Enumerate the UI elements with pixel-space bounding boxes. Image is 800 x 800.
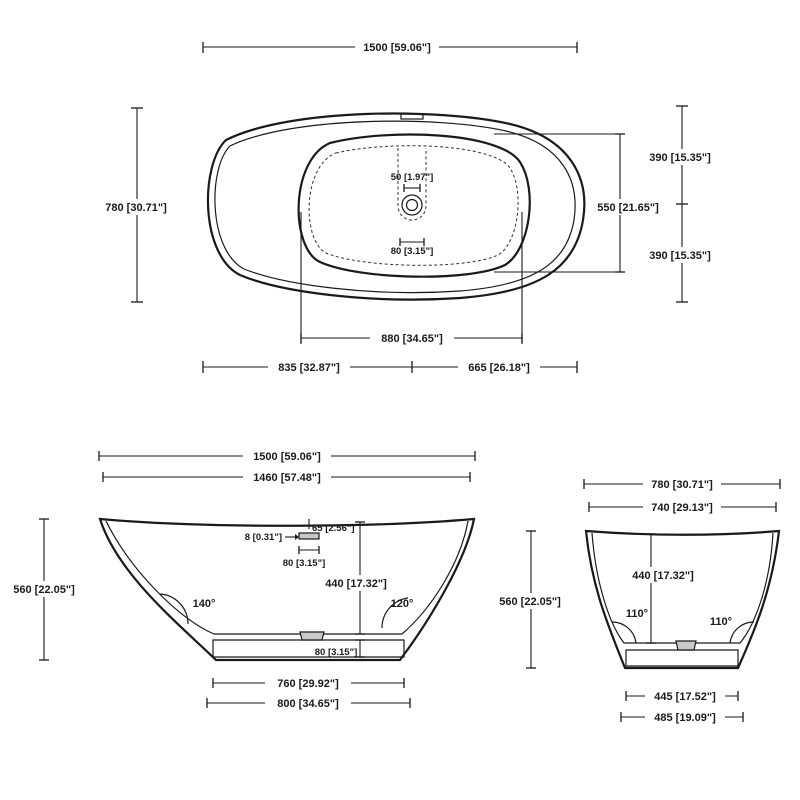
top-left-offset-label: 835 [32.87"]: [278, 362, 340, 374]
top-inner-length-dimension: 880 [34.65"]: [300, 212, 523, 346]
side-overflow-icon: [298, 532, 320, 540]
side-rim-length-dimension: 1460 [57.48"]: [102, 469, 471, 485]
side-base-height-label: 80 [3.15"]: [315, 647, 358, 658]
top-lower-half-label: 390 [15.35"]: [649, 250, 711, 262]
side-overflow-thickness-label: 8 [0.31"]: [245, 532, 282, 543]
side-view: 1500 [59.06"] 1460 [57.48"] 140° 120° 8 …: [6, 448, 476, 711]
end-drain-icon: [675, 640, 697, 651]
end-left-angle-label: 110°: [626, 608, 648, 620]
end-total-height-label: 560 [22.05"]: [499, 596, 561, 608]
end-tub-outer-shell: [584, 529, 781, 670]
side-total-height-dimension: 560 [22.05"]: [6, 518, 82, 661]
end-rim-width-label: 740 [29.13"]: [651, 502, 713, 514]
top-overall-width-label: 780 [30.71"]: [105, 202, 167, 214]
side-tub-inner-wall: [105, 520, 469, 635]
top-view: 1500 [59.06"] 50 [1.97"] 80 [3.15"] 780 …: [98, 39, 718, 375]
top-inner-width-label: 550 [21.65"]: [597, 202, 659, 214]
end-top-width-label: 780 [30.71"]: [651, 479, 713, 491]
side-base-inner-length-label: 760 [29.92"]: [277, 678, 339, 690]
top-overall-width-dimension: 780 [30.71"]: [98, 107, 174, 303]
side-left-angle-arc: [159, 593, 189, 625]
top-tub-outer-rim: [206, 112, 586, 301]
end-base-width-dimension: 445 [17.52"] 485 [19.09"]: [620, 688, 744, 725]
end-left-angle-arc: [611, 621, 637, 644]
side-right-angle-label: 120°: [391, 598, 414, 610]
top-overflow-slot: [400, 113, 424, 120]
side-base-length-dimension: 760 [29.92"] 800 [34.65"]: [206, 675, 411, 711]
end-right-angle-arc: [729, 621, 755, 644]
end-right-angle-label: 110°: [710, 616, 732, 628]
top-inner-length-label: 880 [34.65"]: [381, 333, 443, 345]
side-top-length-dimension: 1500 [59.06"]: [98, 448, 476, 464]
side-base-pedestal: [212, 639, 405, 658]
end-tub-inner-wall: [591, 532, 774, 644]
top-inner-width-dimension: 550 [21.65"]: [494, 133, 664, 273]
side-top-length-label: 1500 [59.06"]: [253, 451, 321, 463]
end-inner-depth-label: 440 [17.32"]: [632, 570, 694, 582]
end-base-pedestal: [625, 649, 739, 667]
top-drain-diameter-label: 50 [1.97"]: [391, 172, 434, 183]
end-view: 780 [30.71"] 740 [29.13"] 110° 110° 440 …: [490, 476, 781, 725]
top-basin-outline: [297, 133, 531, 278]
top-right-offset-label: 665 [26.18"]: [468, 362, 530, 374]
side-tub-outer-shell: [98, 517, 476, 662]
top-tub-inner-rim: [214, 120, 576, 294]
top-upper-half-label: 390 [15.35"]: [649, 152, 711, 164]
top-basin-floor: [308, 145, 519, 266]
end-rim-width-dimension: 740 [29.13"]: [588, 499, 777, 515]
top-drain-icon: [401, 194, 423, 216]
top-drain-offset-label: 80 [3.15"]: [391, 246, 434, 257]
end-total-height-dimension: 560 [22.05"]: [490, 530, 570, 669]
side-left-angle-label: 140°: [193, 598, 216, 610]
top-drain-channel: [397, 148, 427, 221]
top-offset-dimension: 835 [32.87"] 665 [26.18"]: [202, 359, 578, 375]
end-base-inner-width-label: 445 [17.52"]: [654, 691, 716, 703]
side-base-outer-length-label: 800 [34.65"]: [277, 698, 339, 710]
top-overall-length-dimension: 1500 [59.06"]: [202, 39, 578, 55]
side-overflow-offset-label: 80 [3.15"]: [283, 558, 326, 569]
top-half-width-dimension: 390 [15.35"] 390 [15.35"]: [644, 105, 718, 303]
top-overall-length-label: 1500 [59.06"]: [363, 42, 431, 54]
side-overflow-size-label: 65 [2.56"]: [312, 523, 355, 534]
end-top-width-dimension: 780 [30.71"]: [583, 476, 781, 492]
side-rim-length-label: 1460 [57.48"]: [253, 472, 321, 484]
side-total-height-label: 560 [22.05"]: [13, 584, 75, 596]
side-inner-depth-label: 440 [17.32"]: [325, 578, 387, 590]
side-right-angle-arc: [381, 597, 409, 629]
end-base-outer-width-label: 485 [19.09"]: [654, 712, 716, 724]
side-drain-icon: [299, 631, 325, 641]
